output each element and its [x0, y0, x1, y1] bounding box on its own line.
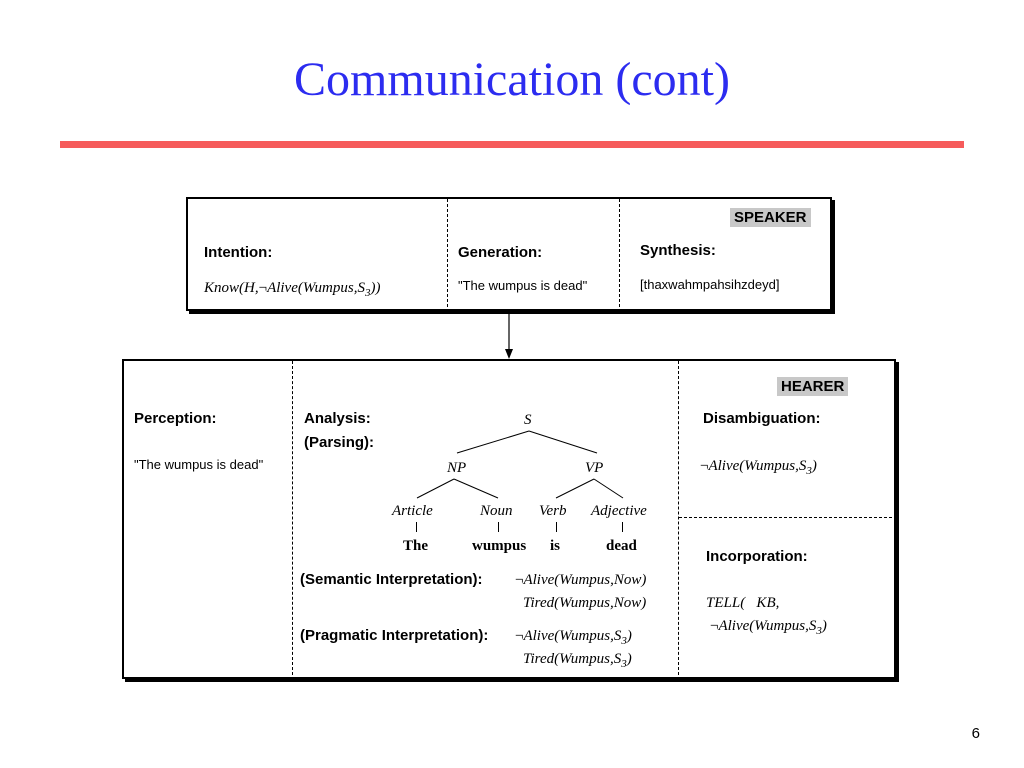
tree-leaf-tick [498, 522, 499, 532]
hearer-divider-2 [678, 361, 679, 675]
perception-text: "The wumpus is dead" [134, 457, 264, 472]
speaker-to-hearer-arrow [505, 309, 513, 359]
tree-leaf-tick [416, 522, 417, 532]
disambiguation-formula: ¬Alive(Wumpus,S3) [700, 458, 817, 477]
pragmatic-formula-1: ¬Alive(Wumpus,S3) [515, 628, 632, 647]
tree-word-dead: dead [606, 538, 637, 554]
negation-symbol: ¬ [258, 280, 268, 296]
semantic-interpretation-label: (Semantic Interpretation): [300, 571, 483, 588]
analysis-label: Analysis: [304, 410, 371, 427]
tree-word-is: is [550, 538, 561, 554]
tree-word-wumpus: wumpus [472, 538, 527, 554]
perception-label: Perception: [134, 410, 217, 427]
page-number: 6 [971, 725, 980, 742]
intention-formula: Know(H,¬Alive(Wumpus,S3)) [204, 280, 381, 299]
semantic-formula-2: Tired(Wumpus,Now) [523, 595, 647, 611]
synthesis-label: Synthesis: [640, 242, 716, 259]
generation-text: "The wumpus is dead" [458, 278, 588, 293]
incorporation-formula-1: TELL( KB, [706, 595, 780, 611]
hearer-divider-3 [679, 517, 892, 518]
hearer-box [122, 359, 896, 679]
pragmatic-formula-2: Tired(Wumpus,S3) [523, 651, 632, 670]
speaker-badge: SPEAKER [730, 208, 811, 227]
speaker-divider-2 [619, 199, 620, 307]
title-divider [60, 141, 964, 148]
slide-title: Communication (cont) [294, 53, 730, 106]
speaker-divider-1 [447, 199, 448, 307]
pragmatic-interpretation-label: (Pragmatic Interpretation): [300, 627, 489, 644]
generation-label: Generation: [458, 244, 543, 261]
semantic-formula-1: ¬Alive(Wumpus,Now) [515, 572, 647, 588]
synthesis-text: [thaxwahmpahsihzdeyd] [640, 277, 780, 292]
incorporation-formula-2: ¬Alive(Wumpus,S3) [710, 618, 827, 637]
tree-leaf-tick [622, 522, 623, 532]
negation-symbol: ¬ [515, 572, 524, 588]
hearer-divider-1 [292, 361, 293, 675]
tree-node-s: S [524, 412, 532, 428]
negation-symbol: ¬ [700, 458, 709, 474]
tree-node-verb: Verb [539, 503, 567, 519]
tree-word-the: The [403, 538, 429, 554]
negation-symbol: ¬ [515, 628, 524, 644]
incorporation-label: Incorporation: [706, 548, 808, 565]
hearer-badge: HEARER [777, 377, 849, 396]
speaker-box [186, 197, 832, 311]
negation-symbol: ¬ [710, 618, 719, 634]
parsing-label: (Parsing): [304, 434, 375, 451]
tree-node-np: NP [447, 460, 467, 476]
tree-node-article: Article [392, 503, 433, 519]
intention-label: Intention: [204, 244, 273, 261]
tree-node-noun: Noun [480, 503, 513, 519]
parse-tree-edges [416, 430, 624, 499]
tree-node-adjective: Adjective [591, 503, 647, 519]
tree-node-vp: VP [585, 460, 604, 476]
tree-leaf-tick [556, 522, 557, 532]
disambiguation-label: Disambiguation: [703, 410, 821, 427]
